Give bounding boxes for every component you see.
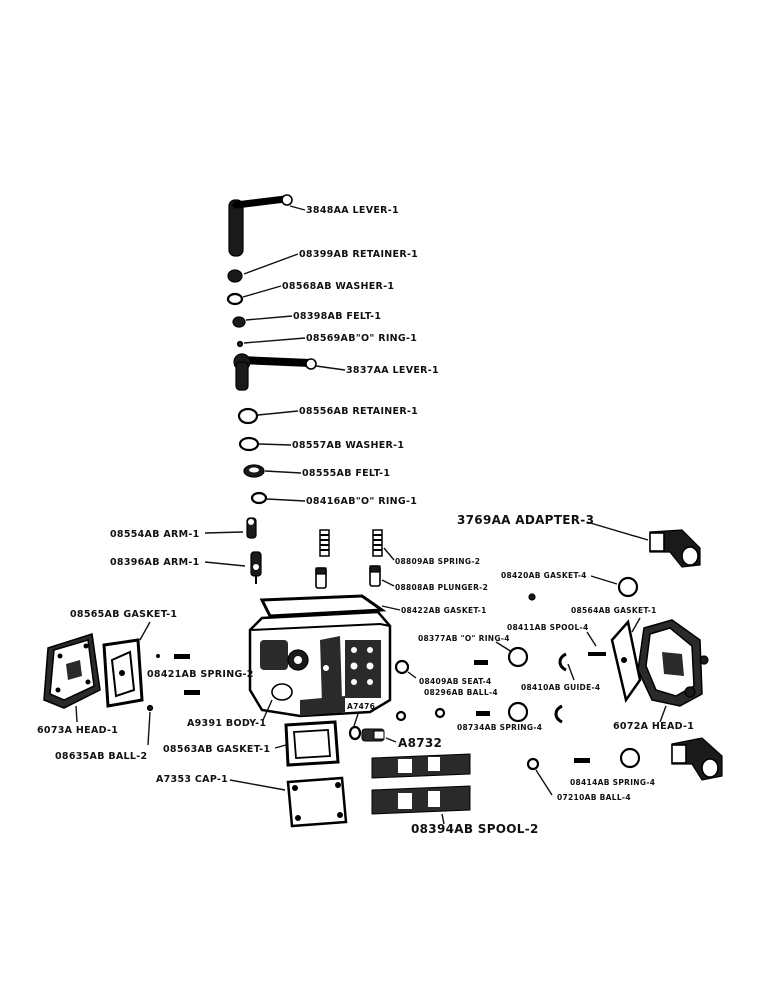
felt-08555ab-label: 08555AB FELT-1 (302, 468, 390, 479)
guide-08410ab-label: 08410AB GUIDE-4 (521, 683, 600, 692)
retainer-08556ab-part (237, 407, 259, 425)
small-spring-part (474, 660, 488, 665)
body-a9391-part (248, 610, 392, 718)
oring-08377ab-part (507, 646, 529, 668)
oring-08377ab-label: 08377AB "O" RING-4 (418, 634, 510, 643)
ball-08296ab-label: 08296AB BALL-4 (424, 688, 498, 697)
a8732-part (361, 728, 385, 742)
spool-08411ab-label: 08411AB SPOOL-4 (507, 623, 589, 632)
gasket-08564ab-part (610, 619, 642, 704)
cap-a7353-label: A7353 CAP-1 (156, 774, 228, 785)
cap-a7353-part (286, 776, 348, 828)
lever-3837aa-part (233, 353, 317, 391)
adapter-3769aa-part (649, 529, 701, 568)
arm-08396ab-part (250, 551, 262, 584)
a8732-label: A8732 (398, 736, 442, 750)
head-6073a-part (43, 633, 101, 709)
gasket-08565ab-part (102, 638, 144, 708)
spring-08421ab-part (174, 654, 200, 695)
washer-08568ab-label: 08568AB WASHER-1 (282, 281, 394, 292)
oring-08569ab-part (236, 340, 244, 348)
ball-08635ab-label: 08635AB BALL-2 (55, 751, 147, 762)
lever-3837aa-label: 3837AA LEVER-1 (346, 365, 439, 376)
retainer-08399ab-label: 08399AB RETAINER-1 (299, 249, 418, 260)
ball-07210ab-part (526, 757, 540, 771)
spool-08394ab-part (371, 753, 471, 815)
head-6072a-part (637, 619, 709, 707)
lever-3848aa-label: 3848AA LEVER-1 (306, 205, 399, 216)
gasket-08564ab-label: 08564AB GASKET-1 (571, 606, 657, 615)
gasket-08420ab-label: 08420AB GASKET-4 (501, 571, 587, 580)
a7476-part (348, 725, 362, 741)
a7476-label: A7476 (347, 702, 375, 711)
gasket-08420ab-part (617, 576, 639, 598)
gasket-lower-part (619, 747, 641, 769)
spring-08414ab-label: 08414AB SPRING-4 (570, 778, 655, 787)
ball-07210ab-label: 07210AB BALL-4 (557, 793, 631, 802)
head-6072a-label: 6072A HEAD-1 (613, 721, 694, 732)
spool-08411ab-part (588, 652, 606, 656)
gasket-08563ab-part (284, 720, 340, 767)
gasket-08565ab-label: 08565AB GASKET-1 (70, 609, 177, 620)
gasket-08422ab-label: 08422AB GASKET-1 (401, 606, 487, 615)
guide-08410ab-part (558, 652, 567, 672)
arm-08396ab-label: 08396AB ARM-1 (110, 557, 200, 568)
body-a9391-label: A9391 BODY-1 (187, 718, 266, 729)
plunger-08808ab-label: 08808AB PLUNGER-2 (395, 583, 488, 592)
washer-08557ab-part (238, 436, 260, 452)
spring-08809ab-part (319, 529, 383, 557)
seat-08409ab-label: 08409AB SEAT-4 (419, 677, 492, 686)
oring-08416ab-label: 08416AB"O" RING-1 (306, 496, 417, 507)
spring-08421ab-label: 08421AB SPRING-2 (147, 669, 254, 680)
washer-08557ab-label: 08557AB WASHER-1 (292, 440, 404, 451)
ball-08296ab-part (434, 707, 446, 719)
spool-08394ab-label: 08394AB SPOOL-2 (411, 822, 539, 836)
spring-08414ab-part (574, 758, 590, 763)
lever-3848aa-part (228, 194, 293, 257)
spring-08734ab-label: 08734AB SPRING-4 (457, 723, 542, 732)
oring-08416ab-part (250, 491, 268, 505)
adapter-3769aa-label: 3769AA ADAPTER-3 (457, 513, 594, 527)
retainer-08556ab-label: 08556AB RETAINER-1 (299, 406, 418, 417)
gasket-08422ab-part (259, 594, 387, 618)
oring-08569ab-label: 08569AB"O" RING-1 (306, 333, 417, 344)
seat-08409ab-part (394, 659, 410, 675)
adapter-lower-part (671, 737, 723, 781)
plunger-08808ab-part (315, 565, 381, 589)
felt-08398ab-label: 08398AB FELT-1 (293, 311, 381, 322)
head-6073a-label: 6073A HEAD-1 (37, 725, 118, 736)
washer-08568ab-part (226, 292, 244, 306)
retainer-08399ab-part (227, 269, 243, 283)
small-ball-part (528, 593, 536, 601)
gasket-08563ab-label: 08563AB GASKET-1 (163, 744, 270, 755)
spring-08809ab-label: 08809AB SPRING-2 (395, 557, 480, 566)
arm-08554ab-part (246, 517, 257, 539)
felt-08398ab-part (232, 316, 246, 328)
spring-08734ab-part (476, 711, 490, 716)
ball-08635ab-part (146, 704, 154, 712)
arm-08554ab-label: 08554AB ARM-1 (110, 529, 200, 540)
